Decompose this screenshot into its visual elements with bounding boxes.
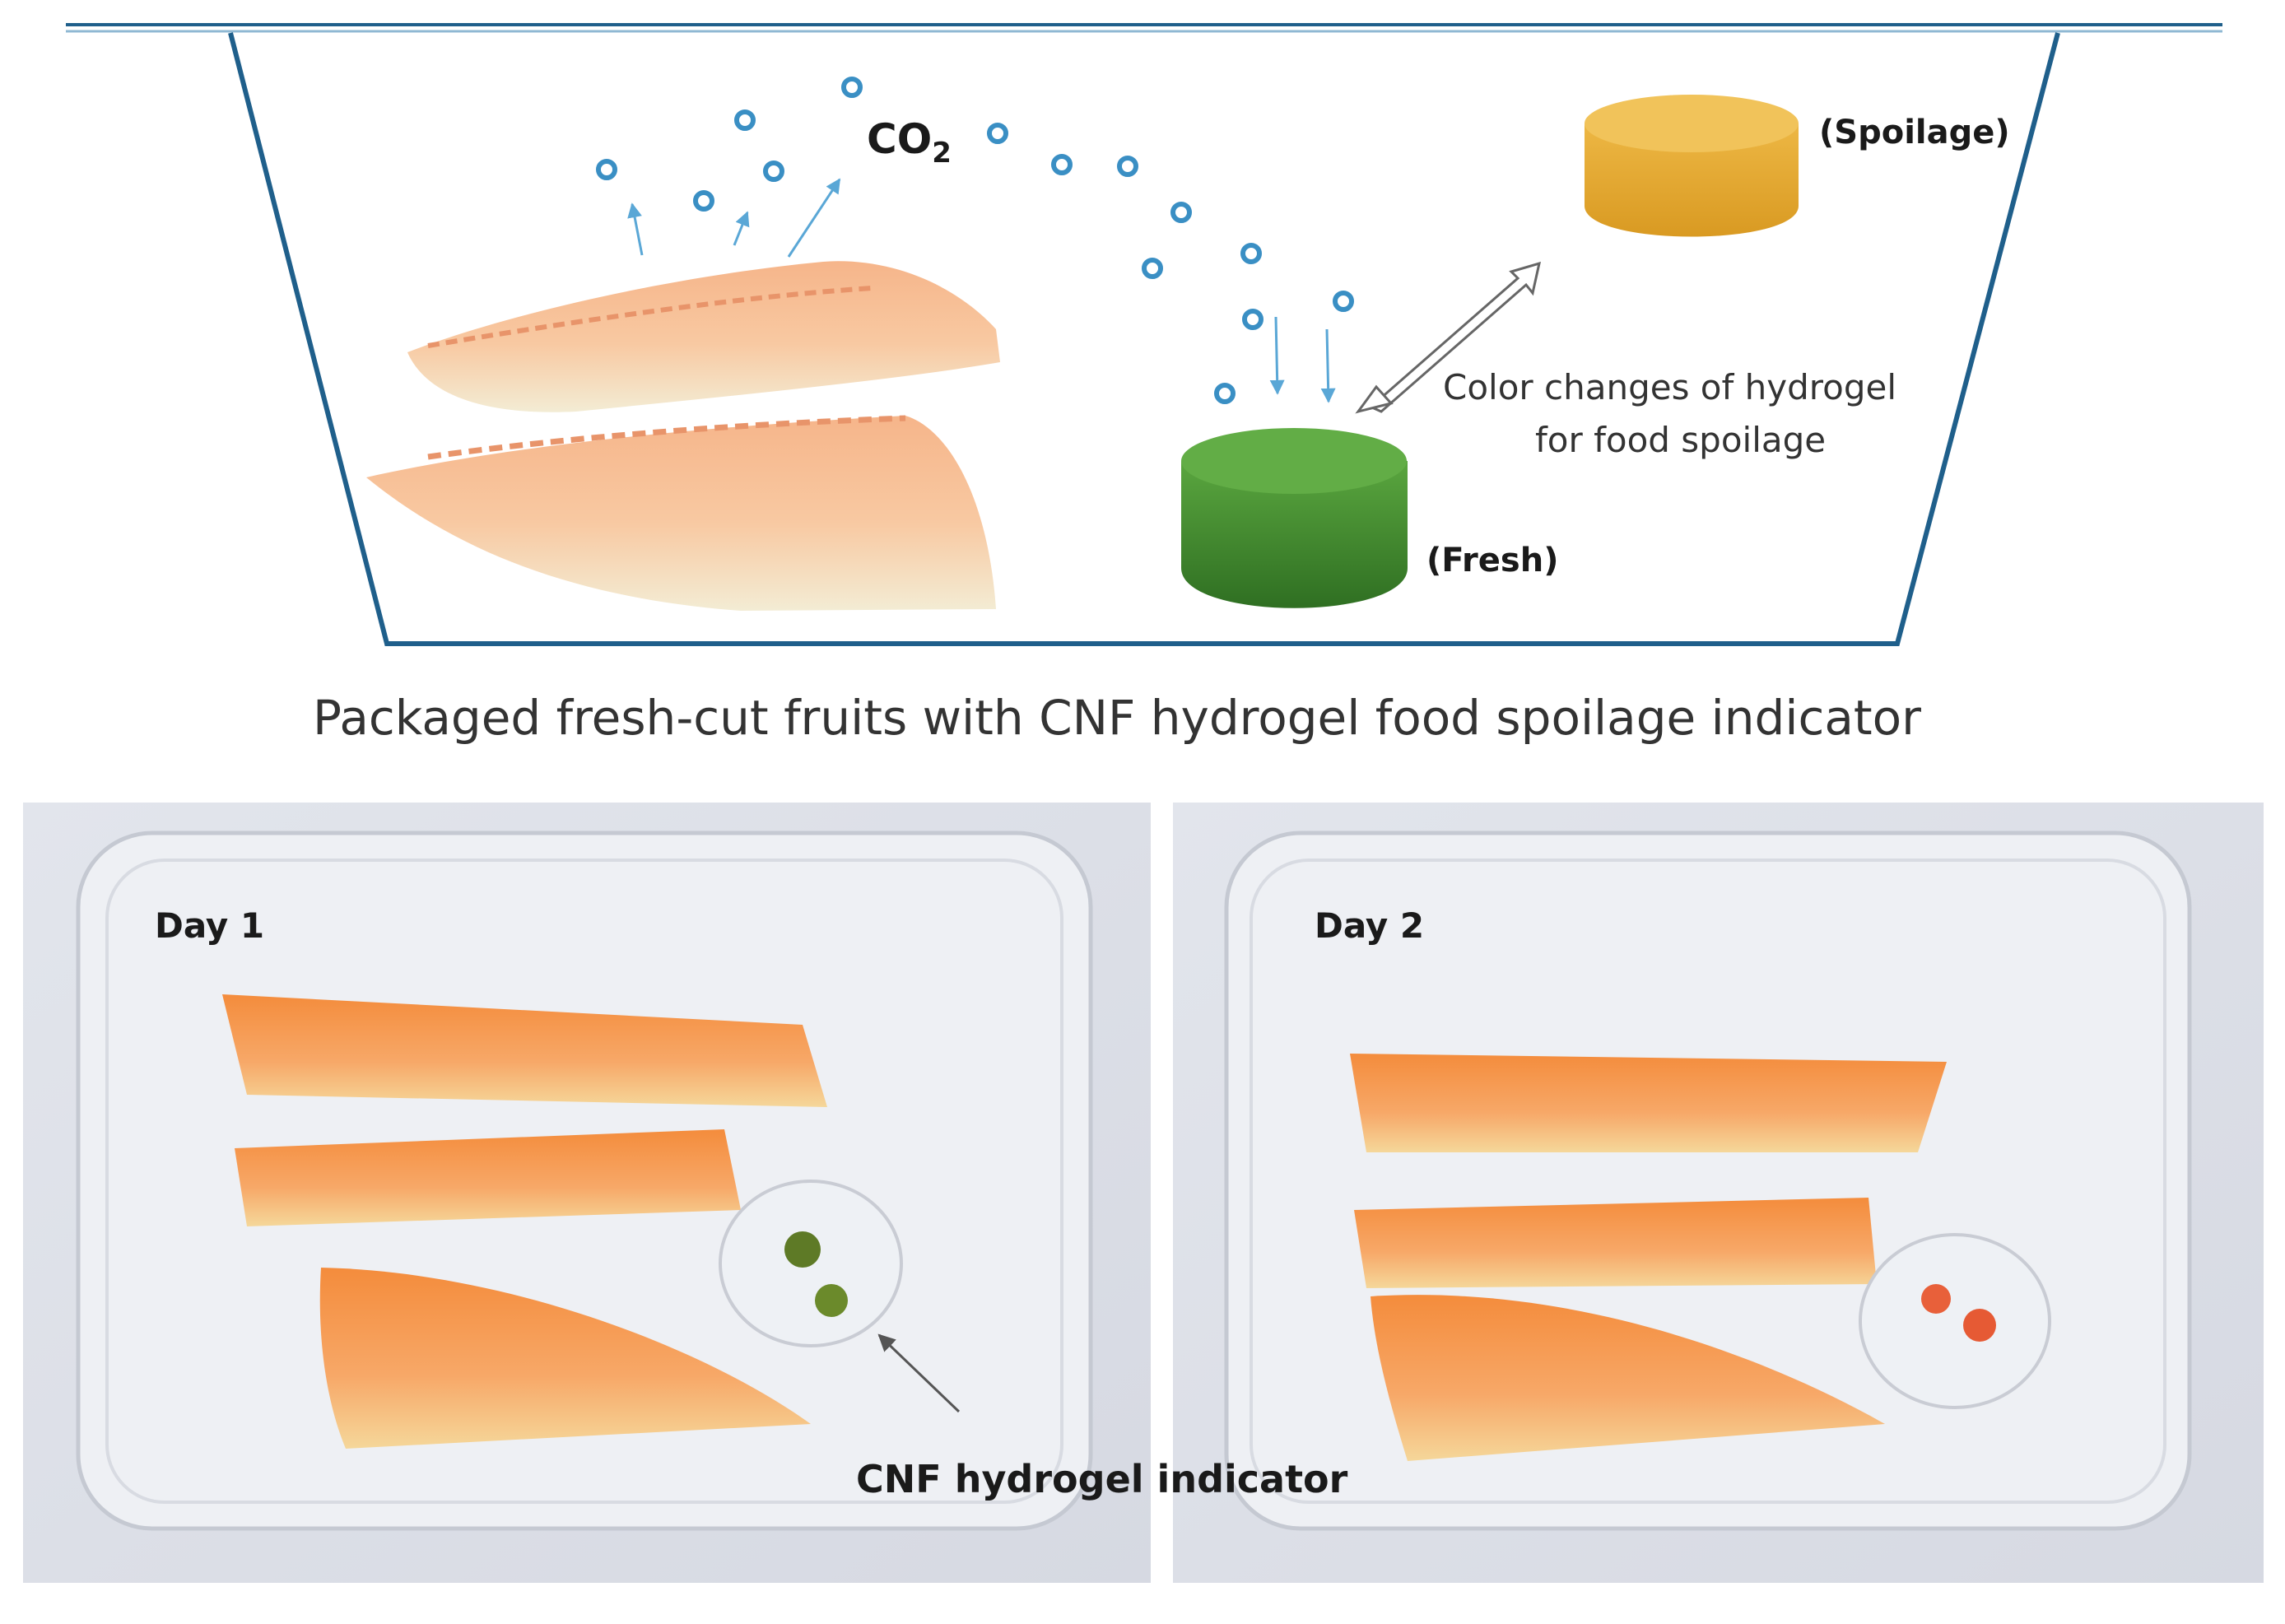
figure-caption: Packaged fresh-cut fruits with CNF hydro… xyxy=(313,690,1921,746)
indicator-label: CNF hydrogel indicator xyxy=(856,1457,1348,1501)
photo-day1 xyxy=(23,803,1151,1583)
melon-slices xyxy=(366,261,1000,611)
fresh-label: (Fresh) xyxy=(1426,542,1559,579)
co2-subscript: 2 xyxy=(932,137,952,170)
fresh-hydrogel xyxy=(1181,428,1408,608)
co2-label: CO2 xyxy=(867,115,952,170)
spoiled-hydrogel xyxy=(1585,95,1799,237)
gas-arrows xyxy=(627,178,1336,403)
color-change-arrow xyxy=(1355,261,1542,414)
spoilage-label: (Spoilage) xyxy=(1819,114,2010,151)
color-change-text-line1: Color changes of hydrogel xyxy=(1443,367,1896,407)
package-container xyxy=(66,23,2222,646)
co2-bubbles xyxy=(596,77,1354,404)
day2-label: Day 2 xyxy=(1315,905,1425,946)
photo-day2 xyxy=(1173,803,2264,1583)
color-change-text-line2: for food spoilage xyxy=(1535,420,1827,460)
day1-label: Day 1 xyxy=(155,905,265,946)
